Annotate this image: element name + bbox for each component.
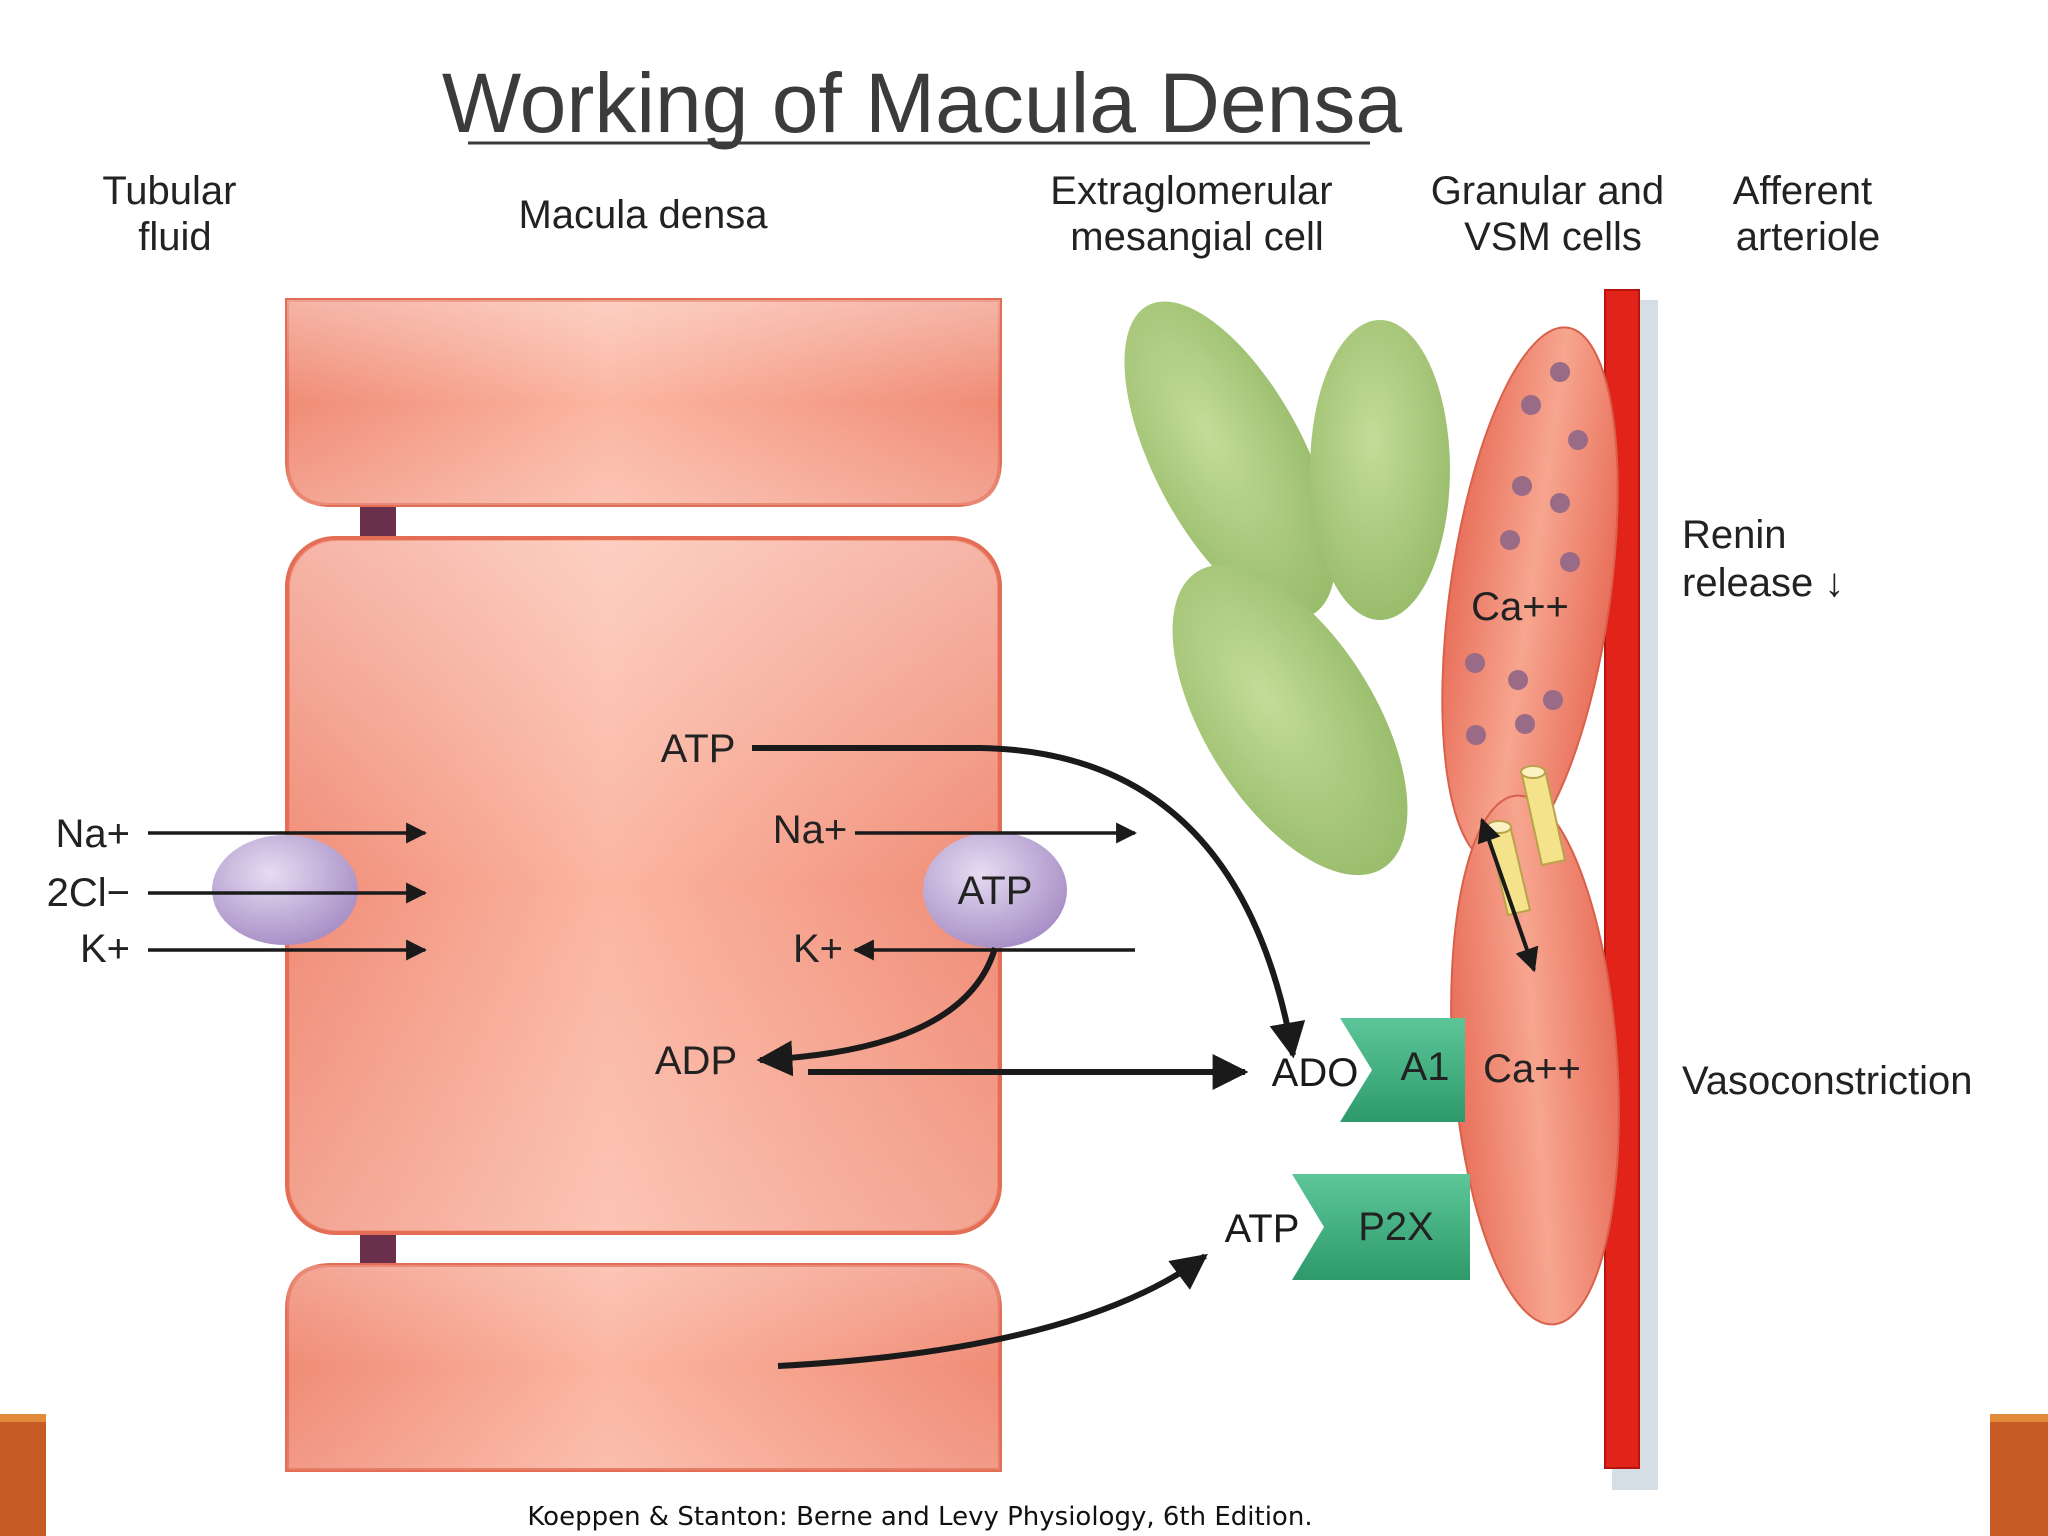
calcium-label-top: Ca++ xyxy=(1471,585,1569,629)
granular-vsm-cells: Ca++ Ca++ xyxy=(1441,326,1620,1326)
cell-bottom-highlight xyxy=(287,1265,1000,1470)
renin-release-label: Renin release ↓ xyxy=(1682,513,1844,605)
ion-k: K+ xyxy=(80,927,130,971)
a1-receptor-label: A1 xyxy=(1401,1045,1450,1089)
atp-basolateral-arrow xyxy=(777,1253,1208,1369)
renin-granules xyxy=(1465,362,1588,745)
ado-label: ADO xyxy=(1272,1051,1359,1095)
calcium-flux-arrow xyxy=(1477,817,1539,973)
pump-k-label: K+ xyxy=(793,927,843,971)
atpase-protein xyxy=(923,832,1067,948)
cell-top-highlight xyxy=(287,300,1000,505)
adp-label: ADP xyxy=(655,1039,737,1083)
p2x-receptor: P2X xyxy=(1292,1174,1470,1280)
a1-receptor: A1 xyxy=(1340,1018,1465,1122)
cell-middle-highlight xyxy=(290,541,997,1230)
header-extraglomerular: Extraglomerular mesangial cell xyxy=(1050,169,1343,259)
header-afferent: Afferent arteriole xyxy=(1733,169,1883,259)
slide-accent-right-top xyxy=(1990,1414,2048,1422)
ion-2cl: 2Cl− xyxy=(47,871,130,915)
page-title: Working of Macula Densa xyxy=(442,56,1403,150)
pump-na-label: Na+ xyxy=(773,808,848,852)
macula-densa-cells xyxy=(285,298,1002,1472)
header-macula-densa: Macula densa xyxy=(518,193,768,237)
slide-accent-right xyxy=(1990,1420,2048,1536)
mesangial-cell-right xyxy=(1310,320,1450,620)
vasoconstriction-label: Vasoconstriction xyxy=(1682,1059,1973,1103)
source-credit: Koeppen & Stanton: Berne and Levy Physio… xyxy=(527,1502,1312,1532)
atp-hydrolysis-arrow xyxy=(756,947,998,1077)
mesangial-cell-left xyxy=(1124,301,1336,619)
afferent-arteriole xyxy=(1604,289,1640,1469)
mesangial-cells xyxy=(1124,301,1450,876)
ion-na: Na+ xyxy=(56,812,131,856)
mesangial-cell-bottom xyxy=(1172,564,1408,876)
header-granular: Granular and VSM cells xyxy=(1431,169,1676,259)
nkcc2-cotransporter: Na+ 2Cl− K+ xyxy=(47,812,428,971)
slide-accent-left-top xyxy=(0,1414,46,1422)
header-tubular-fluid: Tubular fluid xyxy=(102,169,247,259)
p2x-receptor-label: P2X xyxy=(1358,1205,1434,1249)
atp-top-label: ATP xyxy=(661,727,736,771)
calcium-label-bottom: Ca++ xyxy=(1483,1047,1581,1091)
atp-release-arrow xyxy=(752,745,1306,1059)
slide-accent-left xyxy=(0,1420,46,1536)
atpase-label: ATP xyxy=(958,869,1033,913)
atp-bottom-label: ATP xyxy=(1225,1207,1300,1251)
cotransporter-protein xyxy=(212,835,358,945)
